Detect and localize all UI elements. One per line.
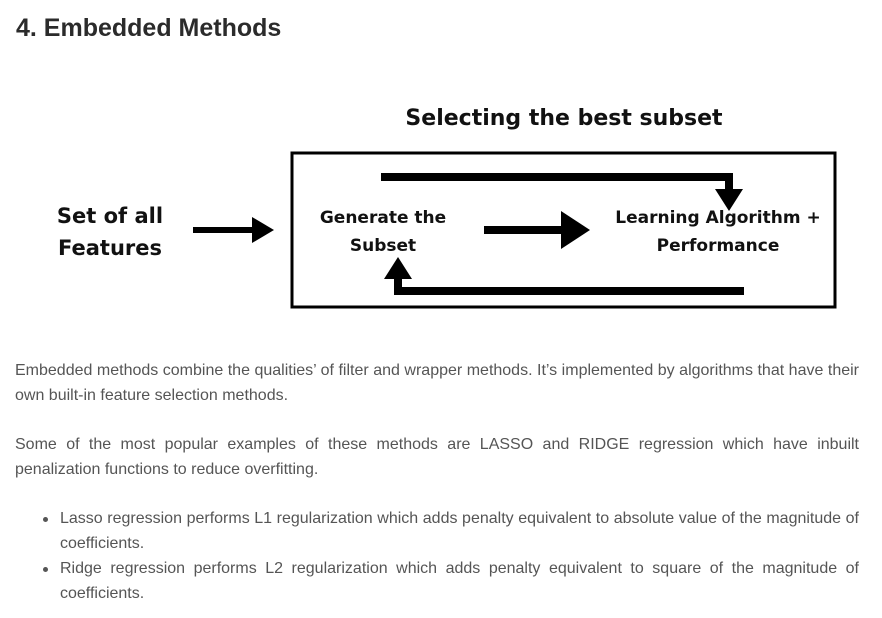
generate-subset-label-line2: Subset	[350, 236, 416, 256]
generate-subset-label-line1: Generate the	[320, 208, 446, 228]
regression-bullet-list: Lasso regression performs L1 regularizat…	[15, 506, 859, 606]
bullet-text-ridge: Ridge regression performs L2 regularizat…	[60, 560, 859, 602]
input-features-label-line1: Set of all	[57, 204, 163, 228]
section-heading: 4. Embedded Methods	[16, 14, 282, 42]
list-item: Ridge regression performs L2 regularizat…	[43, 556, 859, 606]
forward-arrow	[484, 211, 590, 249]
embedded-methods-diagram: Selecting the best subset Set of all Fea…	[57, 106, 837, 309]
learning-algorithm-label-line2: Performance	[657, 236, 780, 256]
bullet-dot	[43, 517, 48, 522]
diagram-title: Selecting the best subset	[405, 106, 723, 131]
input-arrow	[193, 217, 274, 243]
bottom-loop-arrow	[384, 257, 744, 295]
input-features-label-line2: Features	[58, 236, 162, 260]
learning-algorithm-label-line1: Learning Algorithm +	[615, 208, 821, 228]
top-loop-arrow	[381, 173, 743, 211]
list-item: Lasso regression performs L1 regularizat…	[43, 506, 859, 556]
bullet-text-lasso: Lasso regression performs L1 regularizat…	[60, 510, 859, 552]
selection-box	[290, 151, 837, 309]
bullet-dot	[43, 567, 48, 572]
paragraph-intro: Embedded methods combine the qualities’ …	[15, 362, 859, 404]
paragraph-examples: Some of the most popular examples of the…	[15, 436, 859, 478]
